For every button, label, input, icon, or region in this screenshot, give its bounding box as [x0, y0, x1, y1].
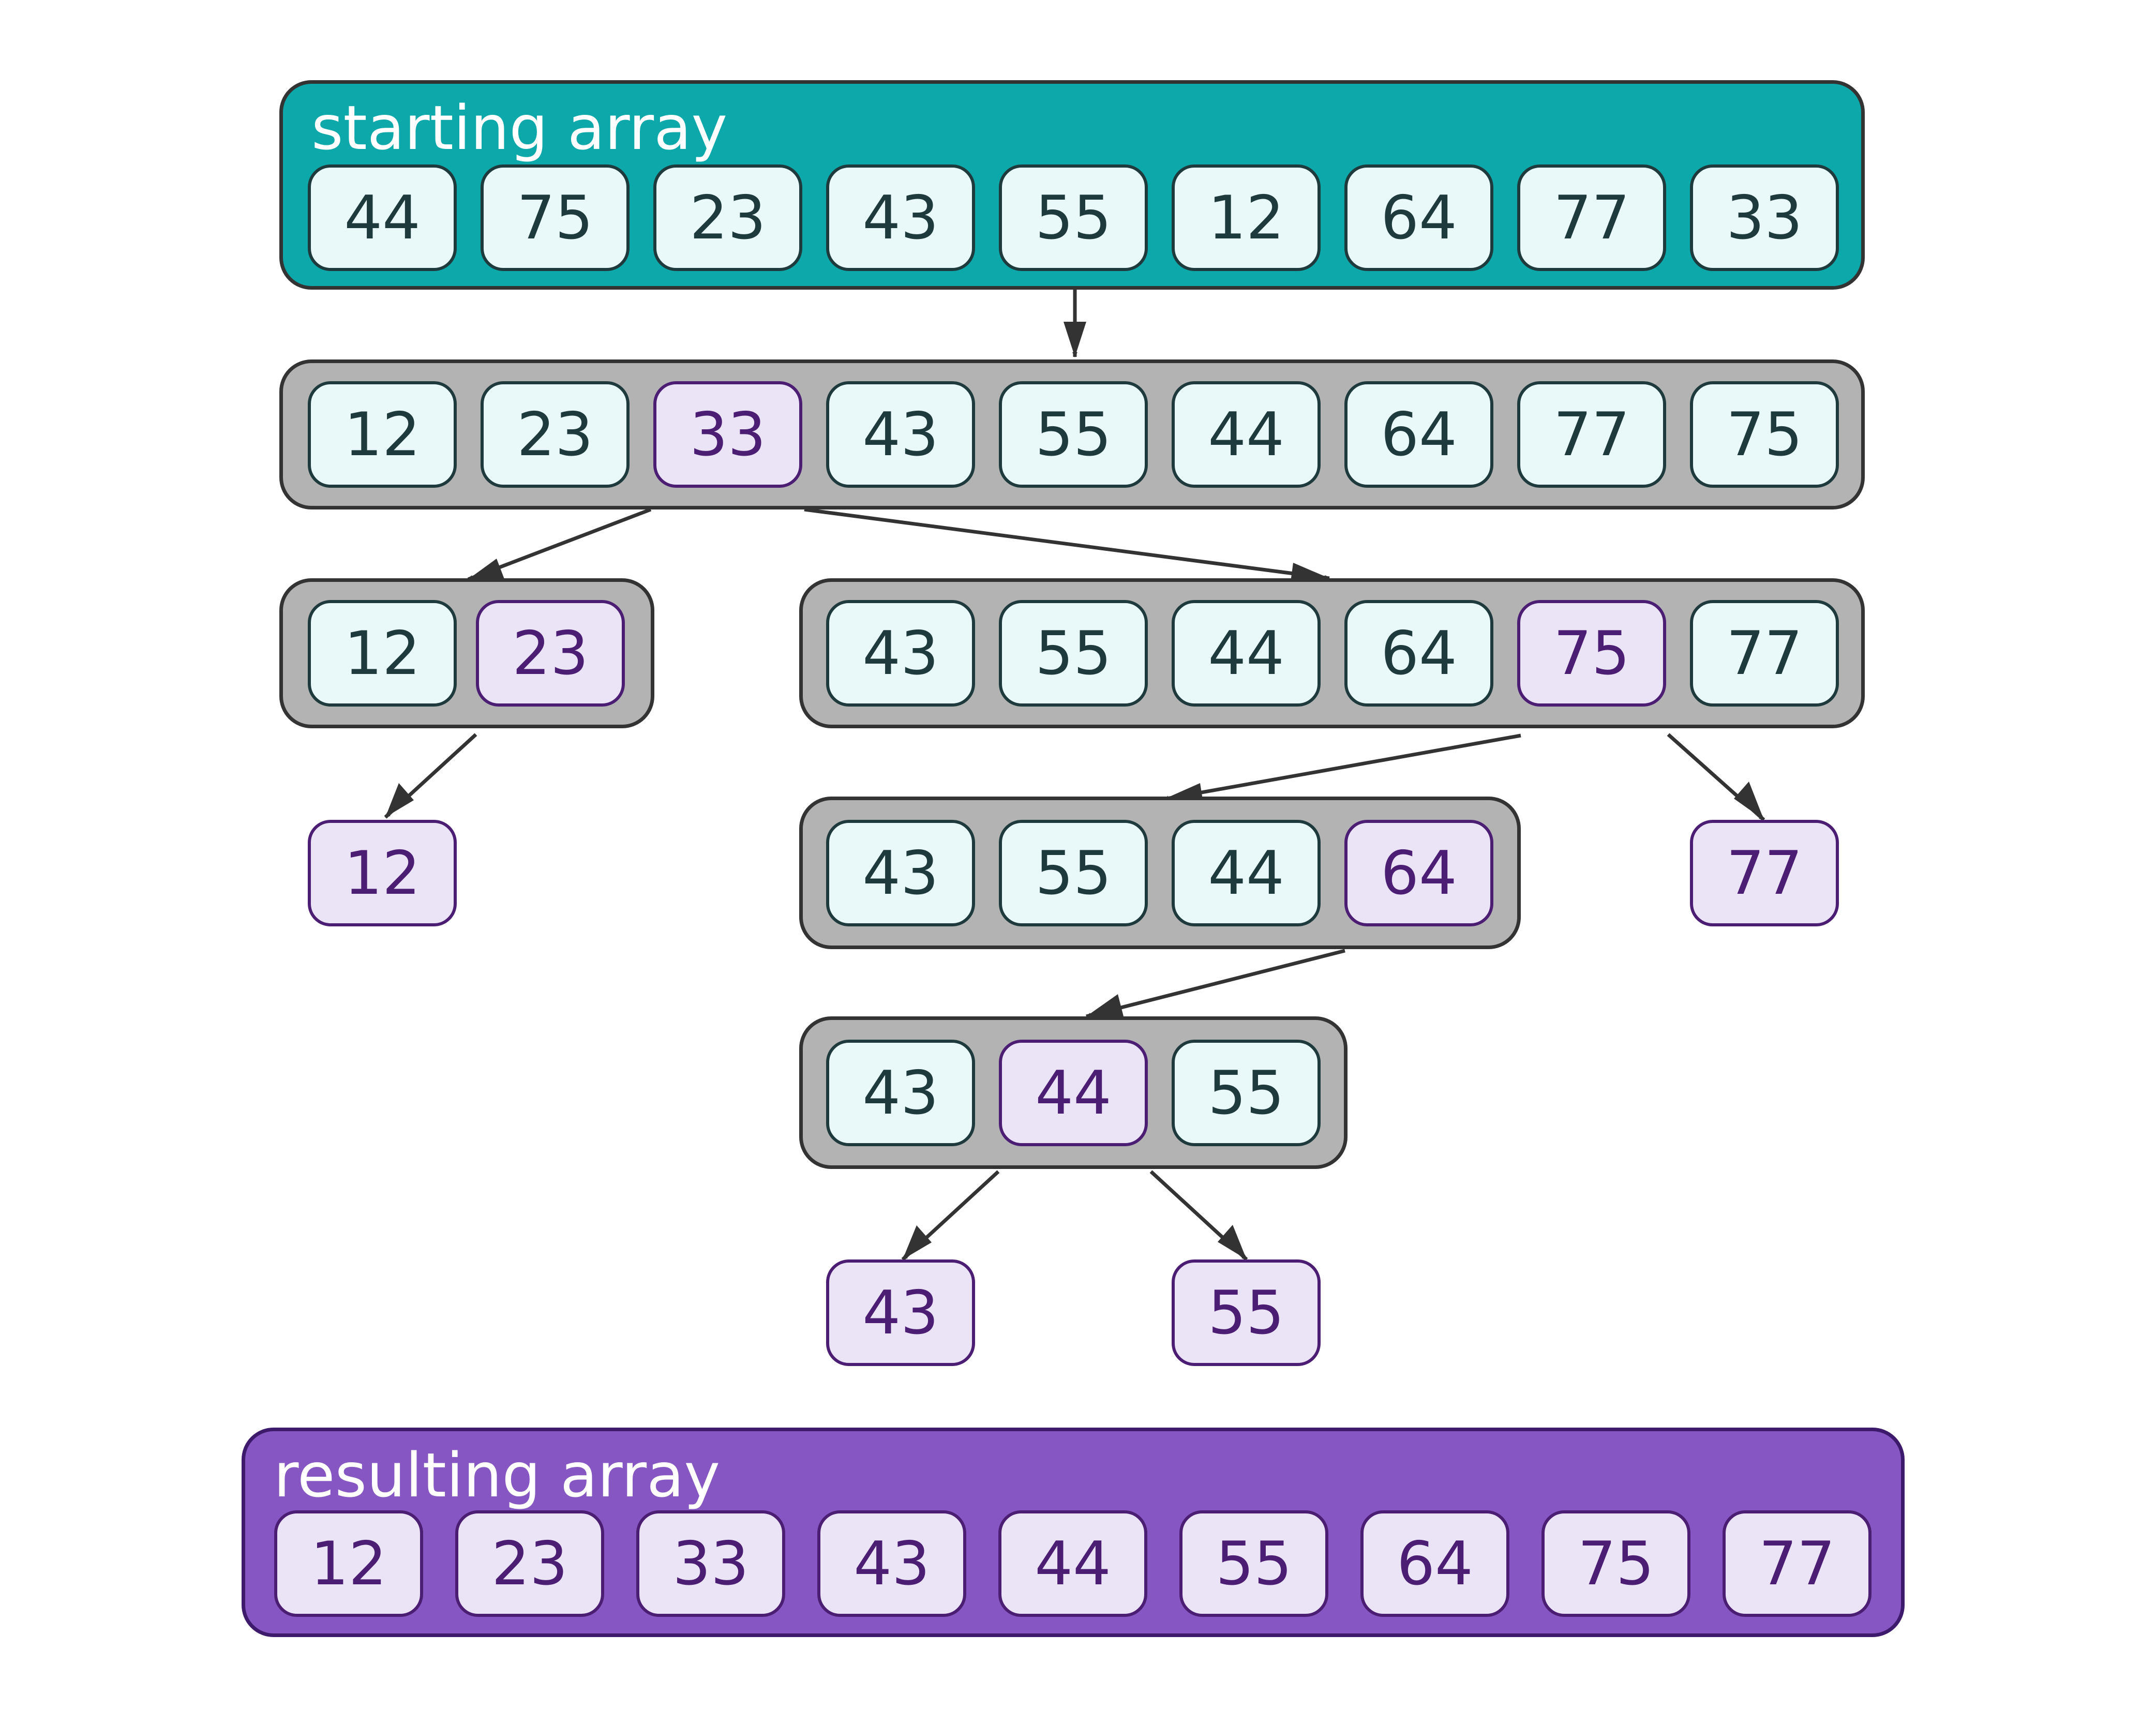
- starting-array-title: starting array: [311, 92, 728, 163]
- step1-cell-8: 77: [1517, 381, 1666, 488]
- step3-cell-1: 43: [826, 820, 975, 926]
- result-cell-5: 44: [998, 1510, 1147, 1617]
- leaf-cell-12: 12: [308, 820, 457, 926]
- arrow-step3-to-step4: [1086, 949, 1345, 1018]
- resulting-array-title: resulting array: [274, 1439, 721, 1511]
- step1-pivot-cell: 33: [653, 381, 802, 488]
- step3-cell-3: 44: [1172, 820, 1321, 926]
- start-cell-1: 44: [308, 164, 457, 271]
- step3-pivot-cell: 64: [1344, 820, 1493, 926]
- result-cell-1: 12: [274, 1510, 423, 1617]
- step2-right-cell-3: 44: [1172, 600, 1321, 707]
- step1-cell-2: 23: [481, 381, 630, 488]
- step2-right-pivot-cell: 75: [1517, 600, 1666, 707]
- step1-cell-1: 12: [308, 381, 457, 488]
- leaf-cell-77: 77: [1690, 820, 1839, 926]
- start-cell-9: 33: [1690, 164, 1839, 271]
- start-cell-3: 23: [653, 164, 802, 271]
- step2-right-cell-2: 55: [999, 600, 1148, 707]
- step2-right-cell-6: 77: [1690, 600, 1839, 707]
- step1-cell-9: 75: [1690, 381, 1839, 488]
- result-cell-7: 64: [1360, 1510, 1509, 1617]
- step1-cell-4: 43: [826, 381, 975, 488]
- start-cell-4: 43: [826, 164, 975, 271]
- step2-right-cell-1: 43: [826, 600, 975, 707]
- step4-cell-3: 55: [1172, 1040, 1321, 1146]
- result-cell-2: 23: [455, 1510, 604, 1617]
- arrow-step1-to-right: [804, 507, 1330, 580]
- result-cell-4: 43: [817, 1510, 966, 1617]
- start-cell-8: 77: [1517, 164, 1666, 271]
- result-cell-3: 33: [636, 1510, 785, 1617]
- step1-cell-5: 55: [999, 381, 1148, 488]
- step2-left-cell-1: 12: [308, 600, 457, 707]
- step2-right-cell-4: 64: [1344, 600, 1493, 707]
- result-cell-9: 77: [1723, 1510, 1871, 1617]
- start-cell-7: 64: [1344, 164, 1493, 271]
- result-cell-6: 55: [1179, 1510, 1328, 1617]
- result-cell-8: 75: [1541, 1510, 1690, 1617]
- step4-cell-1: 43: [826, 1040, 975, 1146]
- step1-cell-6: 44: [1172, 381, 1321, 488]
- step1-cell-7: 64: [1344, 381, 1493, 488]
- step4-pivot-cell: 44: [999, 1040, 1148, 1146]
- start-cell-2: 75: [481, 164, 630, 271]
- arrow-right-to-step3: [1163, 733, 1521, 801]
- partition-step-2-right: [799, 578, 1865, 728]
- start-cell-5: 55: [999, 164, 1148, 271]
- leaf-cell-55: 55: [1172, 1259, 1321, 1366]
- step2-left-pivot-cell: 23: [476, 600, 625, 707]
- leaf-cell-43: 43: [826, 1259, 975, 1366]
- step3-cell-2: 55: [999, 820, 1148, 926]
- start-cell-6: 12: [1172, 164, 1321, 271]
